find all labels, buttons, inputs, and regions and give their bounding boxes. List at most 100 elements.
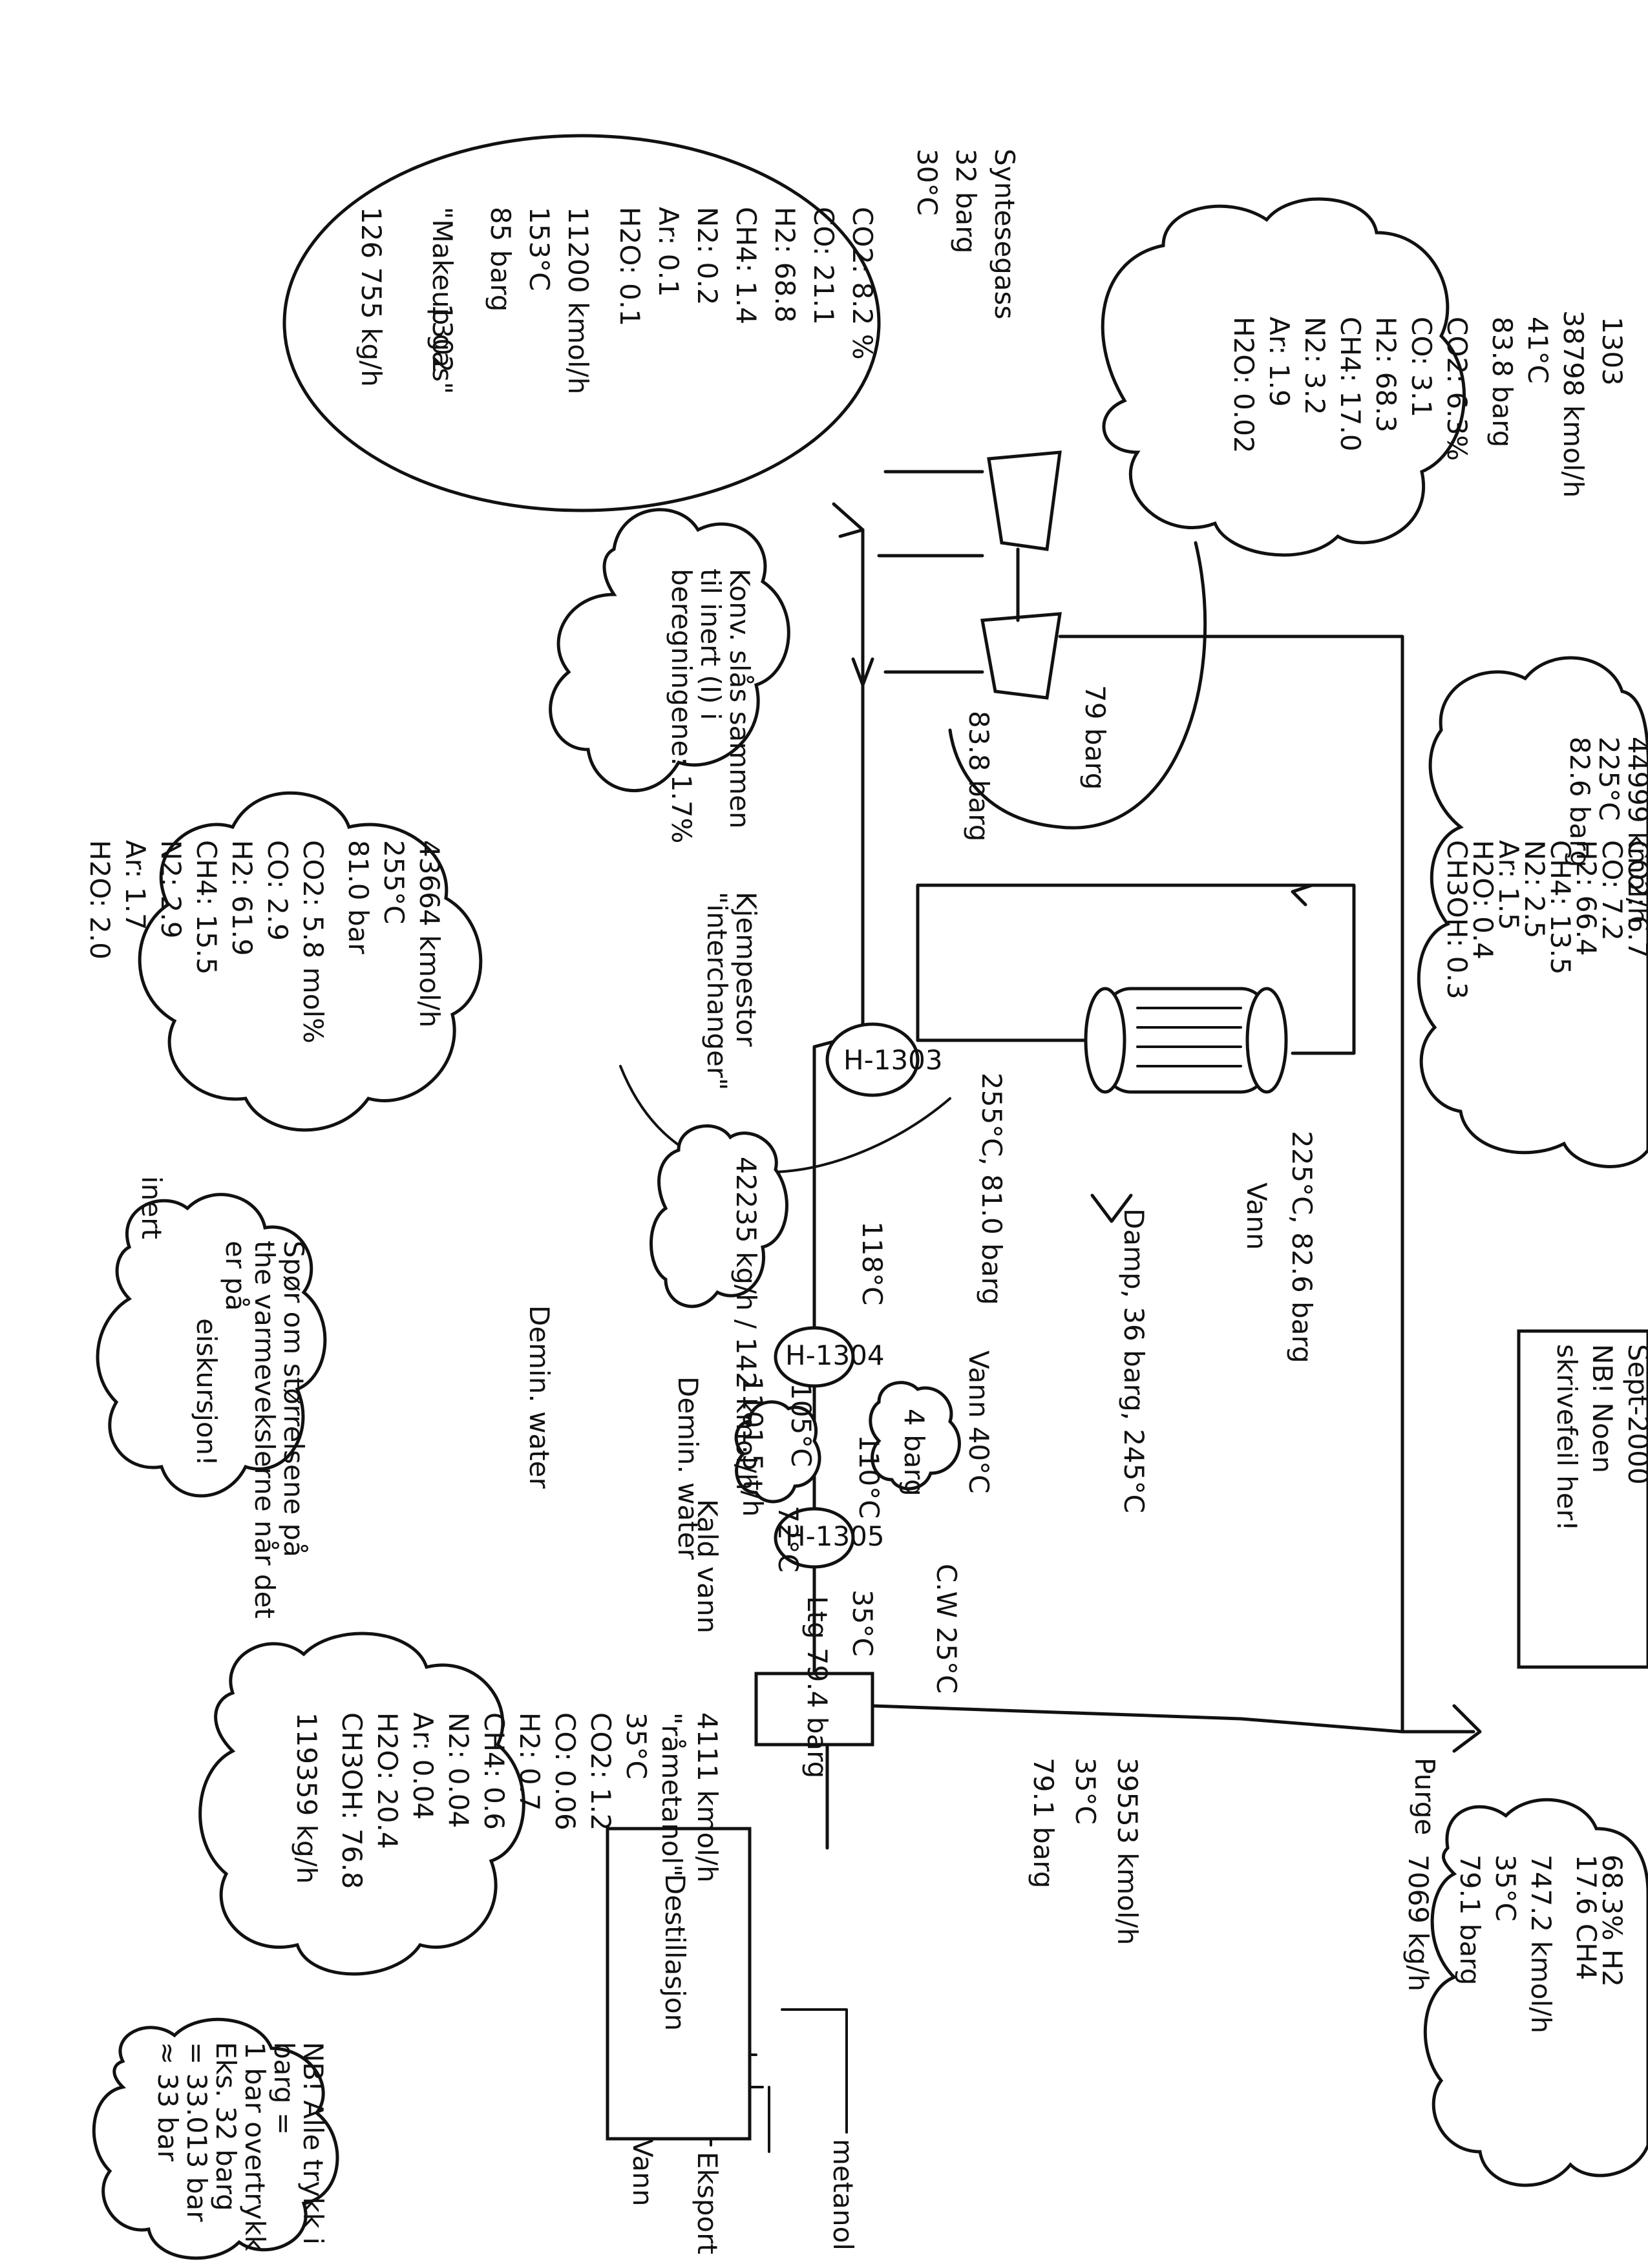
inert-label: inert <box>136 1176 167 1239</box>
sept-note-text: Sept-2000 NB! Noen skrivefeil her! <box>1551 1344 1648 1531</box>
demin-flow-label: 1101.5 t/h <box>737 1376 768 1517</box>
svg-text:CO2: 1.2: CO2: 1.2 <box>585 1712 617 1831</box>
svg-text:Konv. slås sammen: Konv. slås sammen <box>724 569 755 829</box>
svg-text:CH3OH: 0.3: CH3OH: 0.3 <box>1441 840 1473 1000</box>
svg-text:32 barg: 32 barg <box>950 149 982 253</box>
makeup-pressure: 85 barg <box>485 207 516 311</box>
syngas-label: Syntesegass 32 barg 30°C <box>911 149 1020 319</box>
recycle-compressor <box>980 612 1062 700</box>
svg-text:35°C: 35°C <box>1490 1854 1521 1922</box>
lp-steam-label: 4 barg <box>898 1409 930 1496</box>
svg-text:CO2: 6.7: CO2: 6.7 <box>1622 840 1648 958</box>
svg-text:Ar: 0.04: Ar: 0.04 <box>407 1712 439 1820</box>
svg-text:CH4: 17.0: CH4: 17.0 <box>1335 317 1366 452</box>
makeup-gas-title: "Makeup gas" <box>427 207 458 394</box>
svg-text:"råmetanol": "råmetanol" <box>656 1712 688 1877</box>
water-flow-cloud <box>650 1124 788 1308</box>
equipment: H-1303 H-1304 H-1305 <box>606 450 1288 2141</box>
t72-label: 72°C <box>772 1506 804 1573</box>
svg-text:7069 kg/h: 7069 kg/h <box>1402 1854 1434 1991</box>
purge-label: Purge <box>1409 1758 1441 1835</box>
svg-text:Sept-2000: Sept-2000 <box>1622 1344 1648 1485</box>
compressor-note-text: Konv. slås sammen til inert (I) i beregn… <box>666 569 755 843</box>
svg-text:H2O: 0.4: H2O: 0.4 <box>1467 840 1499 960</box>
svg-text:43664 kmol/h: 43664 kmol/h <box>414 840 445 1027</box>
svg-text:110°C: 110°C <box>853 1434 885 1519</box>
svg-text:68.3% H2: 68.3% H2 <box>1596 1854 1628 1987</box>
makeup-ar: Ar: 0.1 <box>653 207 684 297</box>
svg-text:≈ 33 bar: ≈ 33 bar <box>152 2042 184 2162</box>
t118-label: 118°C <box>856 1221 888 1306</box>
water-flow-label: 42235 kg/h / 142 kmol/h <box>730 1157 762 1490</box>
cold-water-label: Kald vann <box>692 1499 723 1633</box>
svg-text:H2: 68.3: H2: 68.3 <box>1370 317 1402 432</box>
makeup-gas-tag: 1302 <box>427 304 458 373</box>
svg-text:Spør om størrelsene på: Spør om størrelsene på <box>278 1241 310 1557</box>
makeup-mass-flow: 126 755 kg/h <box>355 207 387 387</box>
arrow-recycle <box>851 657 874 687</box>
callout-clouds <box>92 134 1648 2260</box>
arrow-steam <box>1090 1193 1133 1223</box>
reactor-inlet-cloud <box>1417 656 1648 1168</box>
svg-text:1 bar overtrykk: 1 bar overtrykk <box>239 2042 271 2252</box>
svg-text:Ltg 79.4 barg: Ltg 79.4 barg <box>801 1596 833 1778</box>
arrow-purge <box>1452 1704 1482 1753</box>
hx-label-h1305: H-1305 <box>785 1520 885 1552</box>
distillation-column <box>606 1827 752 2141</box>
svg-text:Kjempestor: Kjempestor <box>730 892 762 1047</box>
makeup-n2: N2: 0.2 <box>692 207 723 305</box>
svg-text:255°C, 81.0 barg: 255°C, 81.0 barg <box>976 1073 1008 1305</box>
t105-label: 105°C <box>785 1383 817 1467</box>
svg-text:CH4: 15.5: CH4: 15.5 <box>191 840 222 975</box>
svg-text:eiskursjon!: eiskursjon! <box>191 1318 222 1466</box>
svg-text:CO2: 6.3%: CO2: 6.3% <box>1441 317 1473 461</box>
svg-text:CO: 7.2: CO: 7.2 <box>1596 840 1628 941</box>
svg-text:4 barg: 4 barg <box>898 1409 930 1496</box>
raw-methanol-text: 4111 kmol/h "råmetanol" 35°C CO2: 1.2 CO… <box>291 1712 723 1889</box>
svg-text:35°C: 35°C <box>1070 1758 1101 1825</box>
svg-text:CO: 3.1: CO: 3.1 <box>1406 317 1437 417</box>
svg-text:Vann 40°C: Vann 40°C <box>963 1350 995 1494</box>
svg-text:38798 kmol/h: 38798 kmol/h <box>1558 310 1589 498</box>
svg-text:Eks. 32 barg: Eks. 32 barg <box>210 2042 242 2211</box>
svg-text:Vann: Vann <box>1241 1182 1273 1250</box>
svg-text:Demin. water: Demin. water <box>672 1376 704 1560</box>
lp-water-cloud <box>734 1400 821 1504</box>
svg-text:the varmevekslerne når det: the varmevekslerne når det <box>249 1241 280 1619</box>
cw-label: C.W 25°C <box>931 1564 962 1694</box>
hx-h1303: H-1303 <box>825 1022 943 1097</box>
separator-gas-line <box>871 1704 1404 1734</box>
svg-text:17.6 CH4: 17.6 CH4 <box>1570 1854 1602 1980</box>
makeup-gas-text: CO2: 8.2 % CO: 21.1 H2: 68.8 CH4: 1.4 N2… <box>355 207 878 394</box>
svg-text:119359 kg/h: 119359 kg/h <box>291 1712 322 1884</box>
reactor-feed-loop <box>916 883 1356 1055</box>
svg-text:Vann: Vann <box>627 2139 659 2206</box>
sizes-note-cloud <box>96 1193 327 1498</box>
makeup-h2o: H2O: 0.1 <box>614 207 646 326</box>
svg-text:255°C: 255°C <box>378 840 410 925</box>
svg-text:1101.5 t/h: 1101.5 t/h <box>737 1376 768 1517</box>
makeup-h2: H2: 68.8 <box>769 207 801 322</box>
makeup-molar-flow: 11200 kmol/h <box>562 207 594 394</box>
compressor-lines <box>861 470 984 674</box>
svg-text:Destillasjon: Destillasjon <box>659 1874 691 2031</box>
lp-steam-cloud <box>869 1381 961 1491</box>
distillation-out-export: Eksport <box>692 2152 723 2254</box>
svg-text:N2: 2.5: N2: 2.5 <box>1519 840 1550 938</box>
svg-text:H2O: 20.4: H2O: 20.4 <box>372 1712 403 1849</box>
svg-text:skrivefeil her!: skrivefeil her! <box>1551 1344 1583 1531</box>
ltg-label: Ltg 79.4 barg <box>801 1596 833 1778</box>
separator-out-text: 39553 kmol/h 35°C 79.1 barg <box>1028 1758 1143 1945</box>
water-in-label: Vann <box>1241 1182 1273 1250</box>
sizes-note-text: Spør om størrelsene på the varmevekslern… <box>191 1241 310 1619</box>
makeup-co: CO: 21.1 <box>808 207 840 325</box>
svg-text:N2: 0.04: N2: 0.04 <box>443 1712 474 1828</box>
makeup-co2: CO2: 8.2 % <box>847 207 878 360</box>
t110-label: 110°C <box>853 1434 885 1519</box>
sept-note-box <box>1517 1329 1648 1669</box>
svg-text:H2: 0.7: H2: 0.7 <box>514 1712 545 1811</box>
flow-arrows <box>832 502 1482 1753</box>
pressure-note-text: NB! Alle trykk i barg = 1 bar overtrykk … <box>152 2042 329 2252</box>
methanol-reactor <box>1084 987 1288 1094</box>
svg-text:225°C, 82.6 barg: 225°C, 82.6 barg <box>1286 1131 1318 1363</box>
